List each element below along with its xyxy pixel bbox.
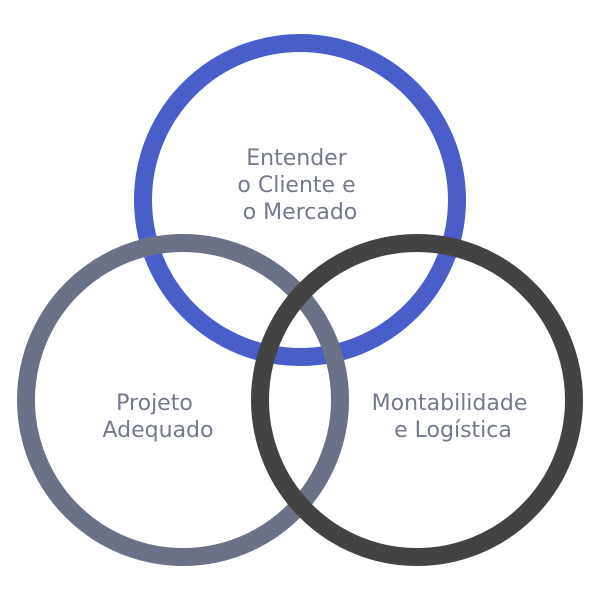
label-line: o Mercado	[243, 200, 358, 225]
circle-entender-o-cliente	[134, 34, 466, 366]
label-line: Entender	[246, 146, 347, 171]
label-line: o Cliente e	[237, 173, 355, 198]
circle-projeto-adequado	[17, 234, 349, 566]
label-montabilidade-logistica: Montabilidade e Logística	[372, 391, 535, 443]
label-line: e Logística	[394, 418, 512, 443]
label-line: Montabilidade	[372, 391, 528, 416]
label-projeto-adequado: Projeto Adequado	[103, 391, 214, 443]
label-entender-o-cliente: Entender o Cliente e o Mercado	[237, 146, 362, 225]
label-line: Projeto	[116, 391, 193, 416]
label-line: Adequado	[103, 418, 214, 443]
circle-montabilidade-logistica	[251, 234, 583, 566]
